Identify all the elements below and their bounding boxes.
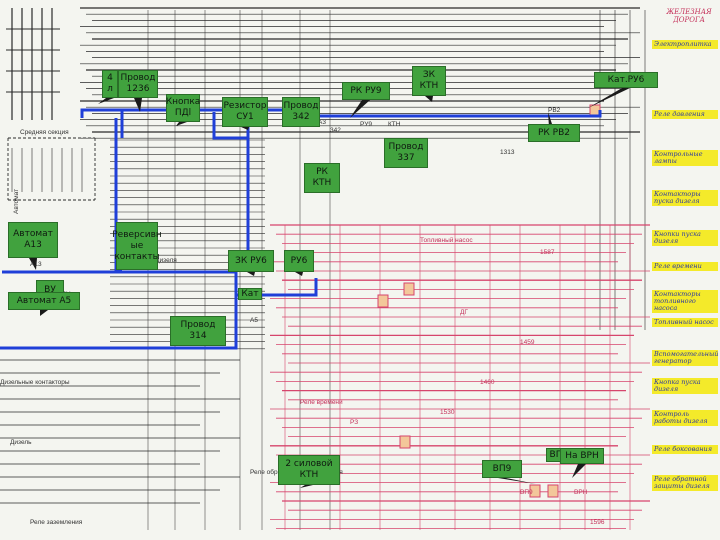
callout-pointer-c23 <box>572 464 586 478</box>
schematic-label: ВП9 <box>520 489 533 496</box>
callout-c8: Кат.РУ6 <box>594 72 658 88</box>
callout-pointer-c1 <box>98 98 114 104</box>
callout-c16: РУ6 <box>284 250 314 272</box>
schematic-label: 1313 <box>500 149 515 156</box>
schematic-label: А3 <box>318 119 326 126</box>
callout-pointer-c3 <box>176 122 187 126</box>
path-left-vertical <box>114 118 122 272</box>
side-note: Реле давления <box>652 110 718 119</box>
callout-c10: Провод 337 <box>384 138 428 168</box>
schematic-label: Дизельные контакторы <box>0 379 70 386</box>
callout-pointer-c16 <box>295 272 303 276</box>
side-note: Контакторы топливного насоса <box>652 290 718 313</box>
callout-c9: РК РВ2 <box>528 124 580 142</box>
callout-c11: РК КТН <box>304 163 340 193</box>
schematic-label: 1460 <box>480 379 495 386</box>
callout-pointer-c2 <box>134 98 142 112</box>
schematic-label: А5 <box>250 317 258 324</box>
schematic-label: Средняя секция <box>20 129 69 136</box>
schematic-label: РВ2 <box>548 107 561 114</box>
schematic-label: 1596 <box>590 519 605 526</box>
side-note: Реле обратной защиты дизеля <box>652 475 718 491</box>
callout-c5: Провод 342 <box>282 97 320 127</box>
schematic-label: Реле времени <box>300 399 343 406</box>
callout-pointer-c15 <box>247 272 255 276</box>
callout-c20: 2 силовой КТН <box>278 455 340 485</box>
callout-c1: 4 л <box>102 70 118 98</box>
callout-c15: ЗК РУ6 <box>228 250 274 272</box>
callout-pointer-c6 <box>350 100 370 118</box>
schematic-label: 342 <box>330 127 341 134</box>
callout-c2: Провод 1236 <box>118 70 158 98</box>
schematic-label: Дизель <box>10 439 32 446</box>
callout-pointer-c12 <box>29 258 37 270</box>
pink-wiring <box>270 104 650 530</box>
schematic-label: Пуск дизеля <box>140 257 177 264</box>
schematic-label: РУ9 <box>360 121 372 128</box>
callout-c7: ЗК КТН <box>412 66 446 96</box>
side-note: Вспомогательный генератор <box>652 350 718 366</box>
schematic-label: 1459 <box>520 339 535 346</box>
side-note: Контакторы пуска дизеля <box>652 190 718 206</box>
path-lower-left <box>0 295 238 350</box>
schematic-label: А13 <box>30 261 42 268</box>
callout-c18: Автомат А5 <box>8 292 80 310</box>
callout-pointer-c21 <box>498 478 536 484</box>
callout-c19: Провод 314 <box>170 316 226 346</box>
callout-c17: Кат <box>238 288 262 300</box>
sheet-title: ЖЕЛЕЗНАЯ ДОРОГА <box>666 8 712 24</box>
callout-c23: На ВРН <box>560 448 604 464</box>
side-note: Контроль работы дизеля <box>652 410 718 426</box>
schematic-label: ДГ <box>460 309 468 316</box>
schematic-label: Реле заземления <box>30 519 83 526</box>
callout-c12: Автомат А13 <box>8 222 58 258</box>
path-top <box>80 108 602 118</box>
side-note: Реле боксования <box>652 445 718 454</box>
schematic-label: 1587 <box>540 249 555 256</box>
side-note: Контрольные лампы <box>652 150 718 166</box>
callout-c6: РК РУ9 <box>342 82 390 100</box>
path-lower-loop <box>234 272 318 297</box>
schematic-label: КТН <box>388 121 401 128</box>
callout-c3: Кнопка ПДl <box>166 94 200 122</box>
callout-pointer-c20 <box>300 485 313 488</box>
schematic-label: Автомат <box>13 188 20 214</box>
side-note: Электроплитка <box>652 40 718 49</box>
callout-pointer-c8 <box>588 88 630 108</box>
schematic-label: 1530 <box>440 409 455 416</box>
callout-c21: ВП9 <box>482 460 522 478</box>
schematic-label: Топливный насос <box>420 237 473 244</box>
side-note: Кнопки пуска дизеля <box>652 230 718 246</box>
callout-c13: Реверсивн ые контакты <box>112 222 162 270</box>
side-note: Реле времени <box>652 262 718 271</box>
callout-c4: Резистор СУ1 <box>222 97 268 127</box>
schematic-label: ВРН <box>574 489 588 496</box>
callout-pointer-c4 <box>241 127 249 130</box>
side-note: Кнопка пуска дизеля <box>652 378 718 394</box>
schematic-label: РЗ <box>350 419 359 426</box>
side-note: Топливный насос <box>652 318 718 327</box>
callout-pointer-c18 <box>40 310 48 316</box>
callout-pointer-c7 <box>425 96 433 102</box>
